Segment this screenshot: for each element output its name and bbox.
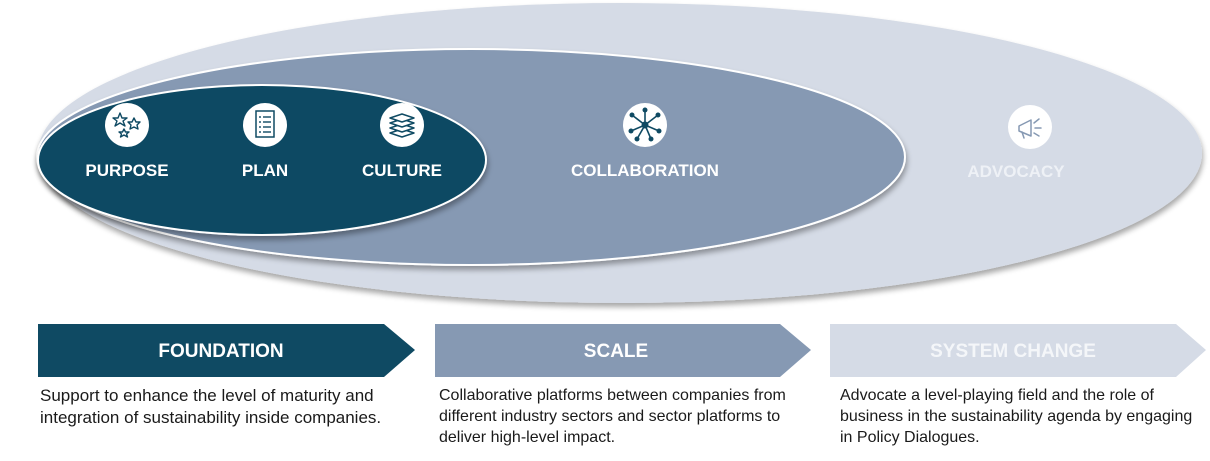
stage-label-collaboration: COLLABORATION bbox=[571, 161, 719, 180]
stage-label-culture: CULTURE bbox=[362, 161, 442, 180]
phase-title-system-change: SYSTEM CHANGE bbox=[930, 341, 1096, 362]
network-icon bbox=[623, 103, 667, 147]
phase-title-foundation: FOUNDATION bbox=[158, 341, 283, 362]
stage-label-plan: PLAN bbox=[242, 161, 288, 180]
phase-description-foundation: Support to enhance the level of maturity… bbox=[40, 386, 382, 427]
scale-arrow bbox=[435, 324, 811, 377]
stage-label-purpose: PURPOSE bbox=[85, 161, 168, 180]
system-change-arrow bbox=[830, 324, 1206, 377]
foundation-ellipse bbox=[37, 84, 487, 236]
stage-label-advocacy: ADVOCACY bbox=[967, 162, 1065, 181]
phase-description-scale: Collaborative platforms between companie… bbox=[439, 387, 786, 446]
stars-icon bbox=[105, 103, 149, 147]
checklist-icon bbox=[243, 103, 287, 147]
megaphone-icon bbox=[1008, 105, 1052, 149]
phase-description-system-change: Advocate a level-playing field and the r… bbox=[840, 387, 1193, 446]
phase-title-scale: SCALE bbox=[584, 341, 648, 362]
foundation-arrow bbox=[38, 324, 415, 377]
stack-icon bbox=[380, 103, 424, 147]
